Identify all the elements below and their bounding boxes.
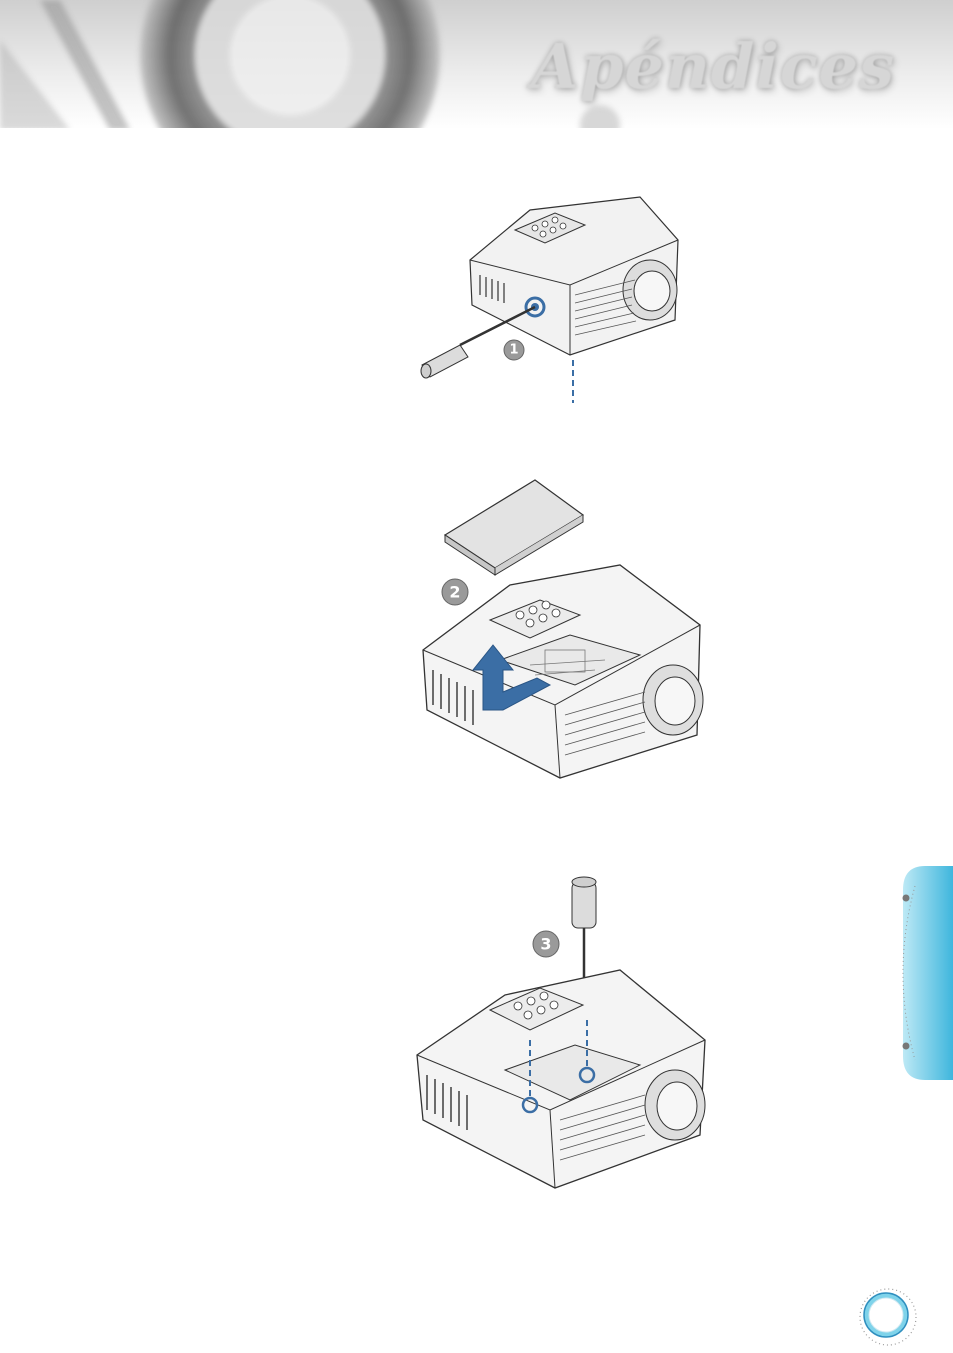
side-tab-graphic <box>902 866 953 1080</box>
projector-screw-illustration: 1 <box>420 196 679 403</box>
page-number-dial <box>856 1285 920 1349</box>
lamp-screws-illustration: 3 <box>416 876 706 1189</box>
step-1-badge <box>503 339 525 361</box>
header-banner: Apéndices <box>0 0 953 205</box>
step-1-number: 1 <box>509 343 518 358</box>
step-2-number: 2 <box>449 583 460 602</box>
step-3-number: 3 <box>540 935 551 954</box>
page-title: Apéndices <box>531 30 895 103</box>
step-2-badge <box>441 578 469 606</box>
page-dial-graphic <box>859 1288 917 1346</box>
step-1-figure: 1 <box>410 185 700 405</box>
step-2-figure: 2 <box>405 470 720 790</box>
chapter-side-tab <box>893 866 953 1080</box>
lens-banner-art <box>0 0 953 205</box>
lamp-cover-removal-illustration: 2 <box>422 479 704 779</box>
step-3-figure: 3 <box>405 870 720 1190</box>
step-3-badge <box>532 930 560 958</box>
